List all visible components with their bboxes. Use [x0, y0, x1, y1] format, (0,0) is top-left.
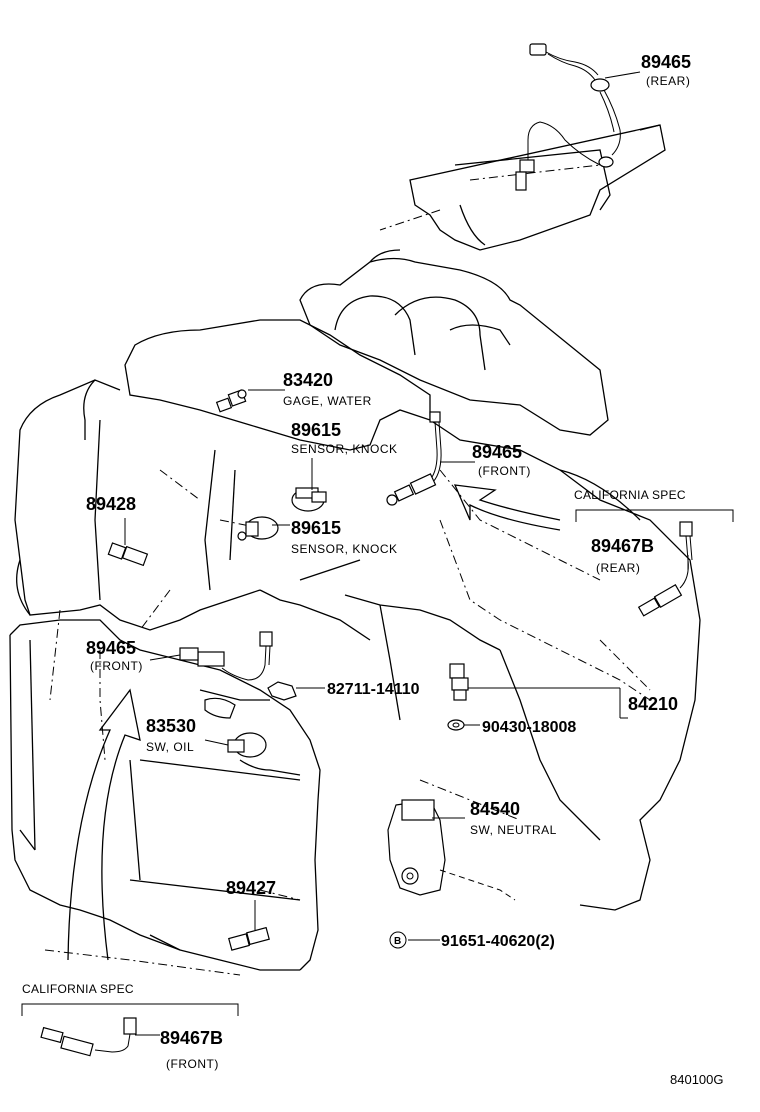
- label-sensor-89427-number: 89427: [226, 878, 276, 898]
- label-clamp-number: 82711-14110: [327, 681, 420, 698]
- label-oil-switch-desc: SW, OIL: [146, 740, 194, 754]
- knock-sensor-upper[interactable]: [291, 487, 327, 512]
- switch-84210[interactable]: [449, 663, 469, 701]
- o2-sensor-front-lower[interactable]: [179, 631, 273, 681]
- cal-spec-bracket-bottom: [21, 1003, 239, 1016]
- assembly-arrow-cal-rear: [453, 484, 561, 531]
- oil-pressure-switch[interactable]: [204, 697, 267, 758]
- label-o2-front-upper-desc: (FRONT): [478, 464, 531, 478]
- water-gage-sensor[interactable]: [215, 389, 247, 413]
- label-neutral-switch-number: 84540: [470, 799, 520, 819]
- label-knock-sensor-2-number: 89615: [291, 518, 341, 538]
- cal-o2-sensor-front[interactable]: [40, 1017, 137, 1057]
- label-o2-rear-number: 89465: [641, 52, 691, 72]
- label-gasket-number: 90430-18008: [482, 719, 576, 736]
- o2-sensor-rear[interactable]: [515, 43, 621, 191]
- sensor-89428[interactable]: [107, 542, 149, 567]
- o2-sensor-front-upper[interactable]: [386, 411, 442, 506]
- label-o2-front-upper-number: 89465: [472, 442, 522, 462]
- label-o2-front-lower-desc: (FRONT): [90, 659, 143, 673]
- assembly-arrow-front-o2: [67, 688, 141, 961]
- label-o2-rear-desc: (REAR): [646, 74, 690, 88]
- sensor-89427[interactable]: [228, 926, 270, 951]
- label-cal-spec-right: CALIFORNIA SPEC: [574, 488, 686, 502]
- neutral-start-switch[interactable]: [387, 799, 516, 901]
- bolt-marker-circle: [389, 931, 407, 949]
- label-water-gage-desc: GAGE, WATER: [283, 394, 372, 408]
- catalog-code: 840100G: [670, 1072, 724, 1087]
- label-bolt-number: 91651-40620(2): [441, 933, 555, 950]
- label-neutral-switch-desc: SW, NEUTRAL: [470, 823, 557, 837]
- label-switch-84210-number: 84210: [628, 694, 678, 714]
- label-oil-switch-number: 83530: [146, 716, 196, 736]
- label-cal-o2-rear-number: 89467B: [591, 536, 654, 556]
- label-cal-o2-front-number: 89467B: [160, 1028, 223, 1048]
- label-water-gage-number: 83420: [283, 370, 333, 390]
- cal-spec-bracket-right: [575, 509, 734, 522]
- label-cal-o2-front-desc: (FRONT): [166, 1057, 219, 1071]
- label-o2-front-lower-number: 89465: [86, 638, 136, 658]
- label-knock-sensor-1-desc: SENSOR, KNOCK: [291, 442, 398, 456]
- label-knock-sensor-2-desc: SENSOR, KNOCK: [291, 542, 398, 556]
- label-knock-sensor-1-number: 89615: [291, 420, 341, 440]
- label-bolt-marker: B: [394, 936, 402, 947]
- label-cal-o2-rear-desc: (REAR): [596, 561, 640, 575]
- knock-sensor-lower[interactable]: [237, 516, 279, 541]
- leader-lines: [124, 71, 689, 1036]
- label-sensor-89428-number: 89428: [86, 494, 136, 514]
- gasket-90430[interactable]: [447, 719, 465, 731]
- label-cal-spec-bottom: CALIFORNIA SPEC: [22, 982, 134, 996]
- wire-clamp[interactable]: [267, 681, 297, 701]
- engine-block-outline: [9, 249, 701, 976]
